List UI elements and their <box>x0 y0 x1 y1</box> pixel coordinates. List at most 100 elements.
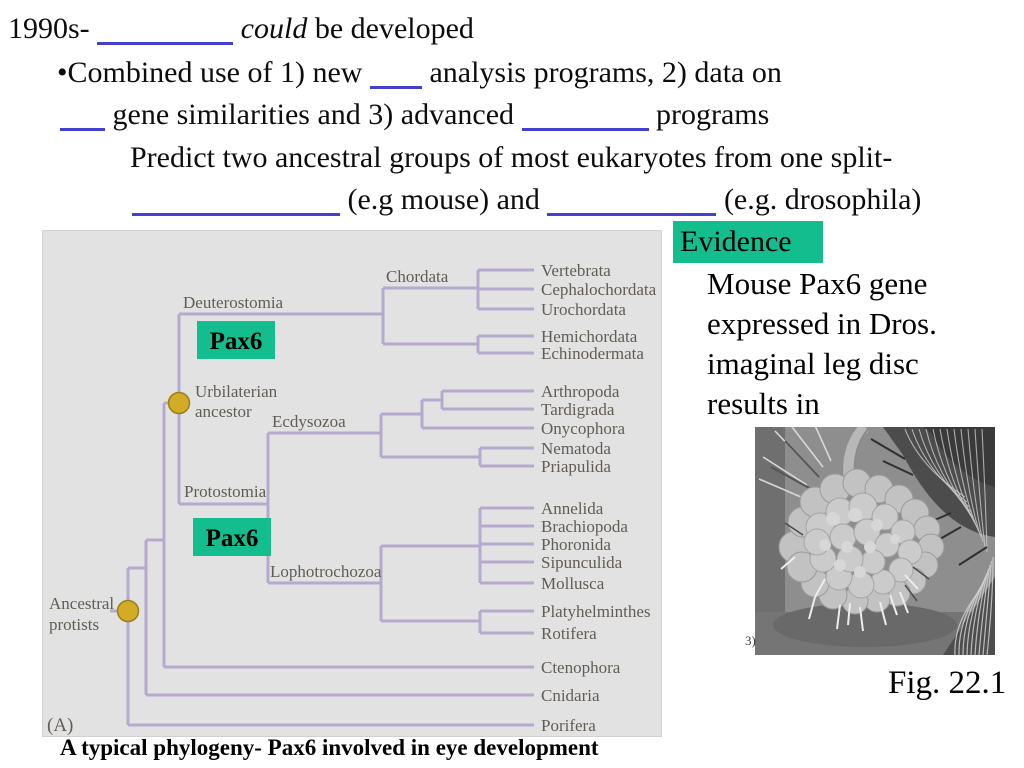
tree-leaf-label: Ctenophora <box>541 658 621 677</box>
tree-leaf-label: Phoronida <box>541 535 611 554</box>
tree-clade-label: Protostomia <box>184 482 267 501</box>
sem-photo-detail <box>784 522 804 536</box>
title-line-3: gene similarities and 3) advanced progra… <box>60 98 769 132</box>
title-line-5: (e.g mouse) and (e.g. drosophila) <box>132 183 921 217</box>
tree-caption: A typical phylogeny- Pax6 involved in ey… <box>60 735 599 760</box>
sem-photo-detail <box>841 541 853 553</box>
sem-photo-detail <box>847 602 851 626</box>
sem-photo-detail <box>814 578 826 598</box>
tree-clade-label: Urbilaterian <box>195 382 278 401</box>
phylogenetic-tree-diagram: VertebrataCephalochordataUrochordataHemi… <box>47 261 657 736</box>
sem-photo-detail <box>912 566 930 580</box>
title-text: programs <box>648 98 770 131</box>
sem-photo-detail <box>904 574 919 590</box>
fill-in-blank <box>369 80 422 89</box>
sem-photo-detail <box>960 428 982 538</box>
title-text: gene similarities and 3) advanced <box>105 98 522 131</box>
tree-leaf-label: Cnidaria <box>541 686 600 705</box>
sem-photo-detail <box>848 508 862 522</box>
tree-leaf-label: Onycophora <box>541 419 625 438</box>
sem-photo-detail <box>812 420 832 462</box>
sem-photo-detail <box>834 559 846 571</box>
tree-clade-label: ancestor <box>195 402 252 421</box>
tree-leaf-label: Rotifera <box>541 624 597 643</box>
evidence-text: Mouse Pax6 gene expressed in Dros. imagina… <box>707 264 937 424</box>
tree-leaf-label: Porifera <box>541 716 596 735</box>
sem-photo-detail <box>899 591 909 614</box>
sem-photo-detail <box>788 422 824 468</box>
pax6-highlight-box <box>197 321 275 359</box>
sem-photo-detail <box>889 594 898 616</box>
tree-leaf-label: Annelida <box>541 499 604 518</box>
title-text: could <box>240 12 308 45</box>
tree-clade-label: Chordata <box>386 267 449 286</box>
evidence-text-line: imaginal leg disc <box>707 346 919 381</box>
sem-photo-detail <box>911 428 968 503</box>
sem-photo-detail <box>882 460 914 476</box>
sem-photo-detail <box>946 428 978 528</box>
sem-photo-illustration <box>755 420 995 656</box>
fill-in-blank <box>132 207 340 216</box>
sem-photo-detail <box>819 539 831 551</box>
sem-photo-detail <box>879 601 887 626</box>
sem-photo-detail <box>758 478 802 498</box>
sem-photo-detail <box>762 456 808 486</box>
tree-leaf-label: Platyhelminthes <box>541 602 651 621</box>
tree-leaf-label: Sipunculida <box>541 553 623 572</box>
sem-photo-detail <box>859 606 864 632</box>
sem-photo-detail <box>770 466 812 490</box>
sem-photo-detail <box>967 428 984 543</box>
fill-in-blank <box>97 36 234 45</box>
sem-photo-detail <box>970 572 988 656</box>
sem-photo-detail <box>808 596 816 620</box>
sem-photo-detail <box>836 604 841 630</box>
title-text <box>233 12 241 45</box>
title-text: Predict two ancestral groups of most euk… <box>130 141 893 174</box>
evidence-text-line: results in <box>707 386 820 421</box>
title-text: (e.g. drosophila) <box>716 183 922 216</box>
tree-clade-label: protists <box>49 615 99 634</box>
sem-photo-detail <box>978 564 991 656</box>
sem-photo-detail <box>870 438 906 460</box>
evidence-text-line: expressed in Dros. <box>707 306 937 341</box>
tree-leaf-label: Tardigrada <box>541 400 615 419</box>
sem-photo-detail <box>904 584 918 602</box>
sem-photo-detail <box>784 440 820 478</box>
sem-photo-detail <box>958 546 988 566</box>
ancestor-node <box>116 599 140 623</box>
sem-photo-detail <box>981 428 988 553</box>
sem-photo-detail <box>864 541 876 553</box>
sem-photo-detail <box>871 519 883 531</box>
sem-photo-detail <box>826 512 840 526</box>
title-text: 1990s- <box>8 12 98 45</box>
tree-clade-label: Lophotrochozoa <box>270 562 382 581</box>
tree-leaf-label: Brachiopoda <box>541 517 628 536</box>
evidence-text-line: Mouse Pax6 gene <box>707 266 928 301</box>
tree-leaf-label: Echinodermata <box>541 344 644 363</box>
sem-photo-detail <box>974 428 986 548</box>
sem-photo-detail <box>890 534 900 544</box>
figure-caption: Fig. 22.1 <box>888 665 1007 701</box>
tree-leaf-label: Hemichordata <box>541 327 638 346</box>
pax6-highlight-box <box>193 518 271 556</box>
sem-photo-detail <box>986 556 994 656</box>
title-line-2: •Combined use of 1) new analysis program… <box>57 56 782 90</box>
tree-leaf-label: Nematoda <box>541 439 611 458</box>
panel-letter-label: (A) <box>47 715 73 736</box>
title-text: (e.g mouse) and <box>340 183 548 216</box>
title-line-1: 1990s- could be developed <box>8 12 474 46</box>
tree-clade-label: Ancestral <box>49 594 114 613</box>
fill-in-blank <box>547 207 717 216</box>
tree-leaf-label: Vertebrata <box>541 261 611 280</box>
title-text: analysis programs, 2) data on <box>421 56 782 89</box>
photo-corner-label: 3) <box>745 633 756 648</box>
tree-leaf-label: Priapulida <box>541 457 611 476</box>
title-line-4: Predict two ancestral groups of most euk… <box>130 141 892 175</box>
title-text: be developed <box>307 12 474 45</box>
fill-in-blank <box>521 122 649 131</box>
sem-photo-detail <box>904 428 966 498</box>
evidence-badge: Evidence <box>673 221 823 263</box>
tree-clade-label: Deuterostomia <box>183 293 284 312</box>
sem-photo-detail <box>982 560 993 656</box>
